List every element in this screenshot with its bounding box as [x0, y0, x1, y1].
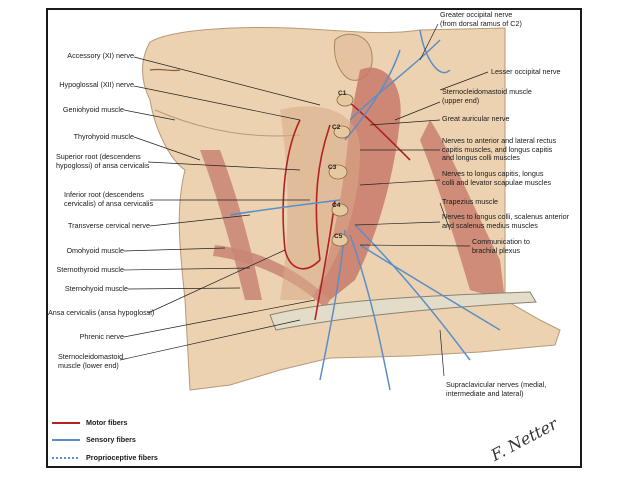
legend-sensory-fibers: Sensory fibers: [86, 435, 136, 444]
label-great-auricular-nerve: Great auricular nerve: [442, 114, 510, 123]
label-superior-root: Superior root (descendens hypoglossi) of…: [56, 152, 150, 170]
label-rectus-capitis-nerves: Nerves to anterior and lateral rectus ca…: [442, 136, 557, 163]
label-communication-brachial-plexus: Communication to brachial plexus: [472, 237, 530, 255]
label-inferior-root: Inferior root (descendens cervicalis) of…: [64, 190, 154, 208]
label-supraclavicular-nerves: Supraclavicular nerves (medial, intermed…: [446, 380, 547, 398]
sensory-nerves: [229, 29, 501, 391]
omohyoid-muscle: [213, 245, 330, 308]
sensory-nerve-brachial: [359, 244, 501, 331]
sensory-nerve-transverse-cervical: [229, 199, 341, 216]
legend-motor-fibers: Motor fibers: [86, 418, 128, 427]
mandible: [154, 109, 301, 137]
label-trapezius-muscle: Trapezius muscle: [442, 197, 499, 206]
sensory-nerve-supraclavicular-lateral: [354, 224, 471, 361]
level-c5: C5: [334, 233, 343, 240]
label-geniohyoid-muscle: Geniohyoid muscle: [62, 105, 124, 114]
label-longus-capitis-nerves: Nerves to longus capitis, longus colli a…: [442, 169, 552, 187]
cervical-roots: [328, 93, 354, 247]
sensory-nerve-supraclavicular-medial: [319, 229, 346, 381]
sensory-nerve-supraclavicular-intermediate: [349, 234, 391, 391]
label-thyrohyoid-muscle: Thyrohyoid muscle: [73, 132, 134, 141]
motor-nerve-ansa: [282, 119, 321, 270]
label-hypoglossal-nerve: Hypoglossal (XII) nerve: [59, 80, 134, 89]
sensory-nerve-lesser-occipital: [349, 39, 441, 121]
label-accessory-nerve: Accessory (XI) nerve: [67, 51, 134, 60]
motor-nerve-superior-root: [315, 124, 331, 261]
label-greater-occipital-nerve: Greater occipital nerve (from dorsal ram…: [440, 10, 522, 28]
level-c2: C2: [332, 124, 341, 131]
label-ansa-cervicalis: Ansa cervicalis (ansa hypoglossi): [48, 308, 155, 317]
label-lesser-occipital-nerve: Lesser occipital nerve: [491, 67, 561, 76]
label-sternothyroid-muscle: Sternothyroid muscle: [56, 265, 124, 274]
label-phrenic-nerve: Phrenic nerve: [79, 332, 124, 341]
trapezius-muscle: [420, 120, 505, 300]
sensory-nerve-greater-occipital: [419, 29, 451, 74]
label-omohyoid-muscle: Omohyoid muscle: [66, 246, 124, 255]
sensory-nerve-great-auricular: [344, 49, 401, 141]
label-scm-upper: Sternocleidomastoid muscle (upper end): [442, 87, 532, 105]
level-c1: C1: [338, 90, 347, 97]
label-sternohyoid-muscle: Sternohyoid muscle: [64, 284, 128, 293]
label-longus-colli-nerves: Nerves to longus colli, scalenus anterio…: [442, 212, 570, 230]
label-scm-lower: Sternocleidomastoid muscle (lower end): [58, 352, 124, 370]
clavicle: [269, 291, 537, 331]
mouth: [149, 68, 181, 72]
legend-proprioceptive-fibers: Proprioceptive fibers: [86, 453, 158, 462]
leader-lines: [119, 23, 489, 377]
label-transverse-cervical-nerve: Transverse cervical nerve: [67, 221, 150, 230]
level-c3: C3: [328, 164, 337, 171]
level-c4: C4: [332, 202, 341, 209]
